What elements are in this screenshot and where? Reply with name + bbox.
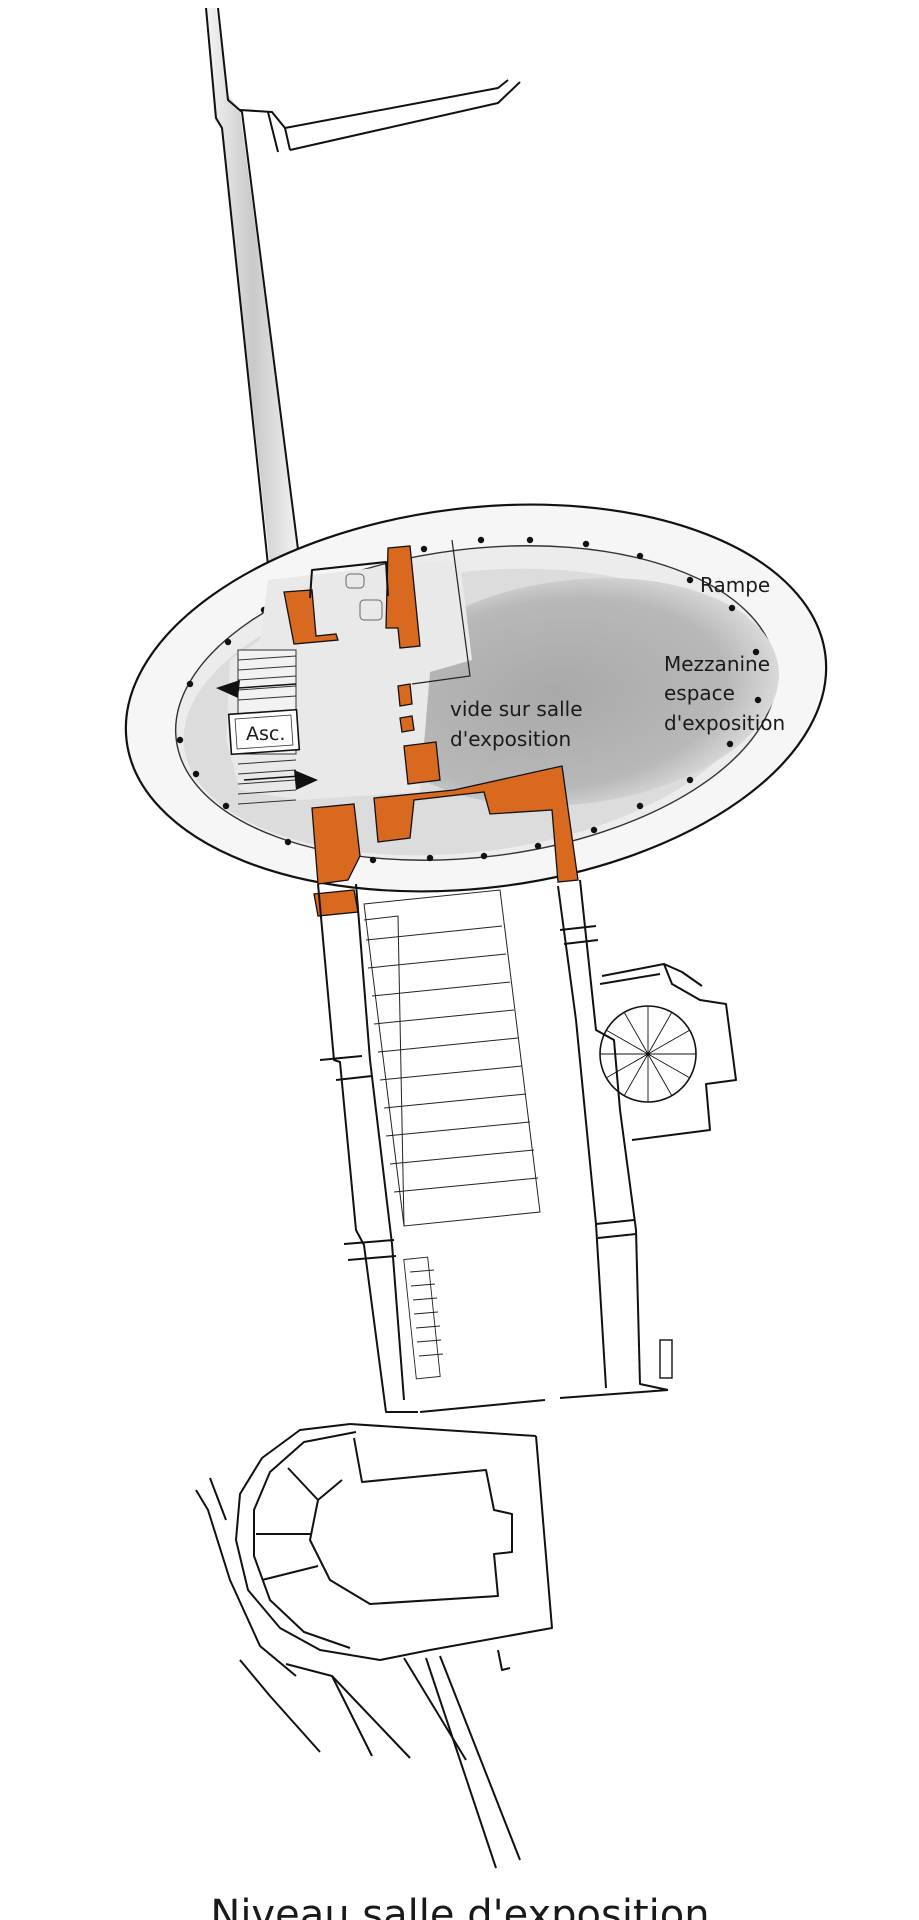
label-vide-exposition: d'exposition (450, 727, 571, 751)
seating-grid (363, 889, 541, 1227)
upper-walkway (205, 7, 521, 566)
label-mezzanine-espace: espace (664, 681, 735, 705)
label-rampe: Rampe (700, 573, 770, 597)
lower-hall (317, 879, 737, 1413)
small-stair (403, 1256, 444, 1380)
label-vide-sur-salle: vide sur salle (450, 697, 583, 721)
elevator (227, 708, 301, 756)
label-mezzanine-exposition: d'exposition (664, 711, 785, 735)
wc-room (309, 561, 389, 621)
structural-walls (283, 545, 579, 917)
label-mezzanine: Mezzanine (664, 652, 770, 676)
label-ascenseur: Asc. (246, 723, 285, 745)
lower-rotunda (195, 1423, 553, 1869)
spiral-staircase (599, 1005, 697, 1103)
caption: Niveau salle d'exposition (210, 1892, 709, 1920)
